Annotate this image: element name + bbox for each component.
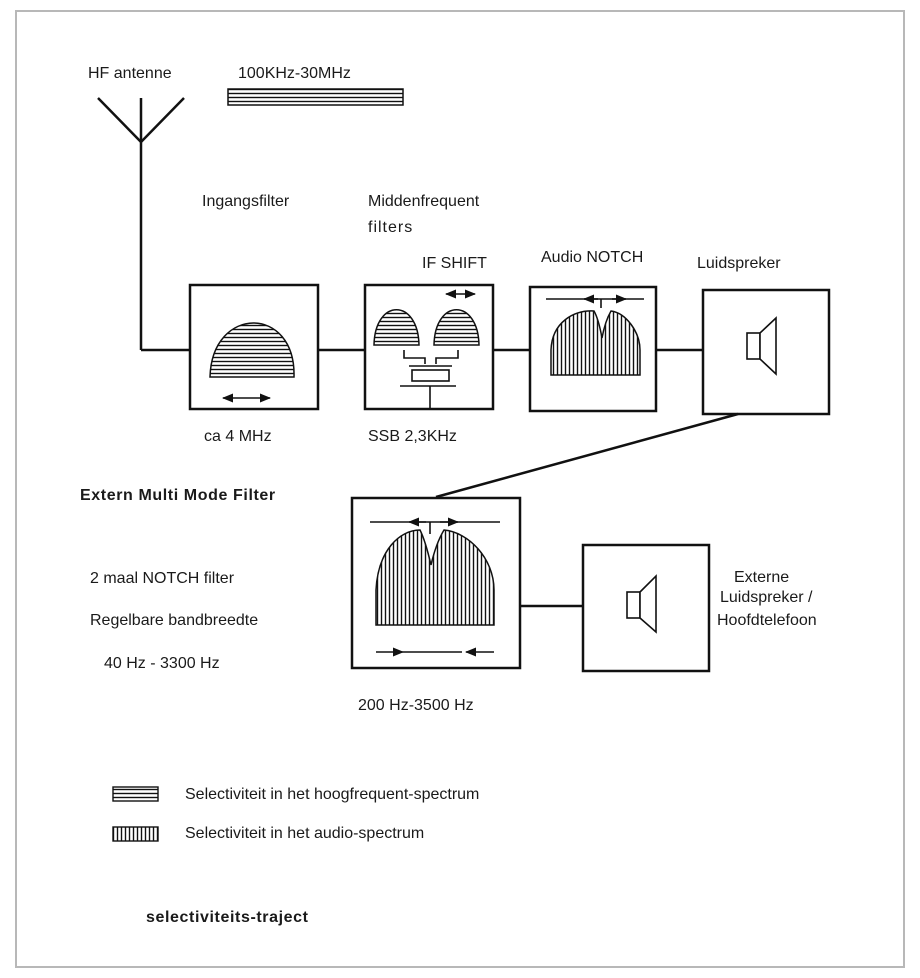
- antenna-label: HF antenne: [88, 65, 172, 82]
- external-filter-title: Extern Multi Mode Filter: [80, 487, 276, 504]
- notch-feature-label: 2 maal NOTCH filter: [90, 570, 235, 587]
- if-shift-label: IF SHIFT: [422, 255, 487, 272]
- external-range-label: 200 Hz-3500 Hz: [358, 697, 474, 714]
- audio-notch-curve: [550, 310, 641, 376]
- figure-frame: [15, 10, 905, 968]
- speaker-icon: [746, 316, 777, 376]
- legend-label-audio: Selectiviteit in het audio-spectrum: [185, 825, 424, 842]
- external-speaker-label-line2: Luidspreker /: [720, 589, 813, 606]
- external-speaker-label-line3: Hoofdtelefoon: [717, 612, 817, 629]
- band-label: 100KHz-30MHz: [238, 65, 351, 82]
- legend-label-hf: Selectiviteit in het hoogfrequent-spectr…: [185, 786, 479, 803]
- legend-swatch-hf: [112, 786, 159, 802]
- external-filter-curve: [375, 529, 495, 626]
- antenna-icon: [97, 97, 185, 350]
- cable-speaker-to-external: [435, 412, 739, 499]
- ssb-bw-label: SSB 2,3KHz: [368, 428, 457, 445]
- if-filters-label-line1: Middenfrequent: [368, 193, 480, 210]
- if-filter-box: [363, 283, 495, 411]
- if-curve-right: [433, 309, 480, 346]
- bandwidth-range-label: 40 Hz - 3300 Hz: [104, 655, 220, 672]
- speaker-label: Luidspreker: [697, 255, 781, 272]
- if-filters-label-line2: filters: [368, 219, 413, 236]
- input-bw-label: ca 4 MHz: [204, 428, 272, 445]
- audio-notch-label: Audio NOTCH: [541, 249, 643, 266]
- crystal-filter-symbol: [400, 350, 459, 409]
- speaker-icon: [626, 574, 657, 634]
- band-bar: [227, 88, 404, 106]
- bandwidth-feature-label: Regelbare bandbreedte: [90, 612, 258, 629]
- legend-swatch-audio: [112, 826, 159, 842]
- input-filter-label: Ingangsfilter: [202, 193, 290, 210]
- if-curve-left: [373, 309, 420, 346]
- input-filter-curve: [209, 322, 295, 378]
- figure-caption: selectiviteits-traject: [146, 909, 309, 926]
- external-speaker-label-line1: Externe: [734, 569, 789, 586]
